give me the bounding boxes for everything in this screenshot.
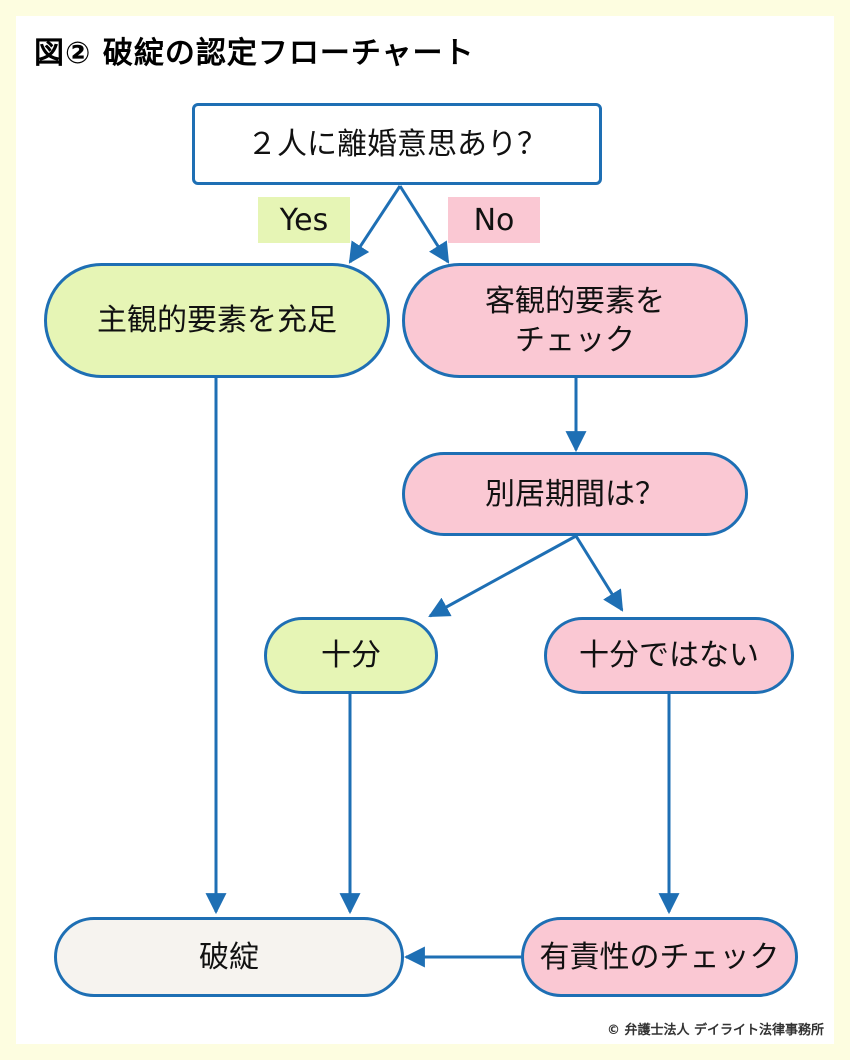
node-start-label: ２人に離婚意思あり？: [247, 126, 547, 162]
label-no-text: No: [473, 202, 515, 238]
node-insufficient: 十分ではない: [544, 617, 794, 694]
node-objective-label-line2: チェック: [515, 322, 635, 358]
node-breakdown-label: 破綻: [199, 939, 259, 975]
node-separation-label: 別居期間は？: [485, 476, 665, 512]
node-objective-label-line1: 客観的要素を: [485, 283, 665, 319]
label-yes-text: Yes: [279, 202, 329, 238]
label-no: No: [448, 197, 540, 243]
node-fault-check-label: 有責性のチェック: [539, 939, 780, 975]
node-breakdown: 破綻: [54, 917, 404, 997]
node-start: ２人に離婚意思あり？: [192, 103, 602, 185]
copyright-text: © 弁護士法人 デイライト法律事務所: [606, 1023, 824, 1038]
node-objective: 客観的要素を チェック: [402, 263, 748, 378]
node-fault-check: 有責性のチェック: [521, 917, 798, 997]
node-insufficient-label: 十分ではない: [579, 638, 759, 673]
node-subjective: 主観的要素を充足: [44, 263, 390, 378]
node-separation: 別居期間は？: [402, 452, 748, 536]
node-subjective-label: 主観的要素を充足: [97, 303, 337, 338]
arrow-start-to-subjective: [348, 185, 402, 264]
page-title: 図② 破綻の認定フローチャート: [34, 36, 475, 71]
node-sufficient: 十分: [264, 617, 438, 694]
arrow-start-to-objective: [398, 185, 450, 264]
label-yes: Yes: [258, 197, 350, 243]
node-sufficient-label: 十分: [321, 638, 381, 673]
arrow-separation-to-sufficient: [428, 534, 577, 618]
arrow-separation-to-insufficient: [574, 535, 624, 612]
